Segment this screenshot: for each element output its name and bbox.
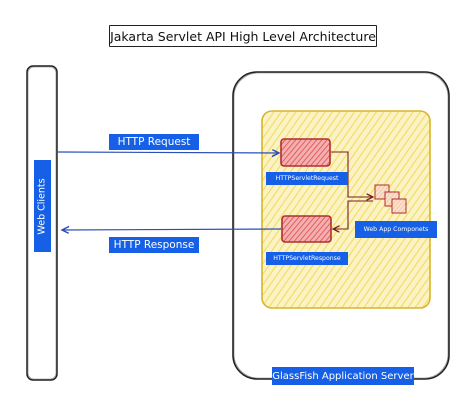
request-to-components-connector [331, 151, 373, 197]
server-label: GlassFish Application Server [272, 367, 414, 385]
http-request-label: HTTP Request [109, 134, 199, 150]
servlet-request-label: HTTPServletRequest [266, 172, 348, 185]
http-response-arrow [62, 229, 282, 230]
web-app-components-icon [374, 184, 407, 214]
servlet-response-label: HTTPServletResponse [266, 252, 348, 265]
http-request-arrow [57, 152, 279, 153]
servlet-request-block [280, 138, 331, 167]
servlet-response-block [281, 215, 332, 243]
diagram-title: Jakarta Servlet API High Level Architect… [109, 25, 377, 47]
web-app-components-label: Web App Componets [355, 221, 437, 238]
web-clients-text: Web Clients [37, 177, 48, 235]
http-response-label: HTTP Response [109, 237, 199, 253]
web-clients-box [26, 65, 58, 381]
components-to-response-connector [333, 200, 373, 229]
web-clients-label: Web Clients [34, 160, 51, 252]
